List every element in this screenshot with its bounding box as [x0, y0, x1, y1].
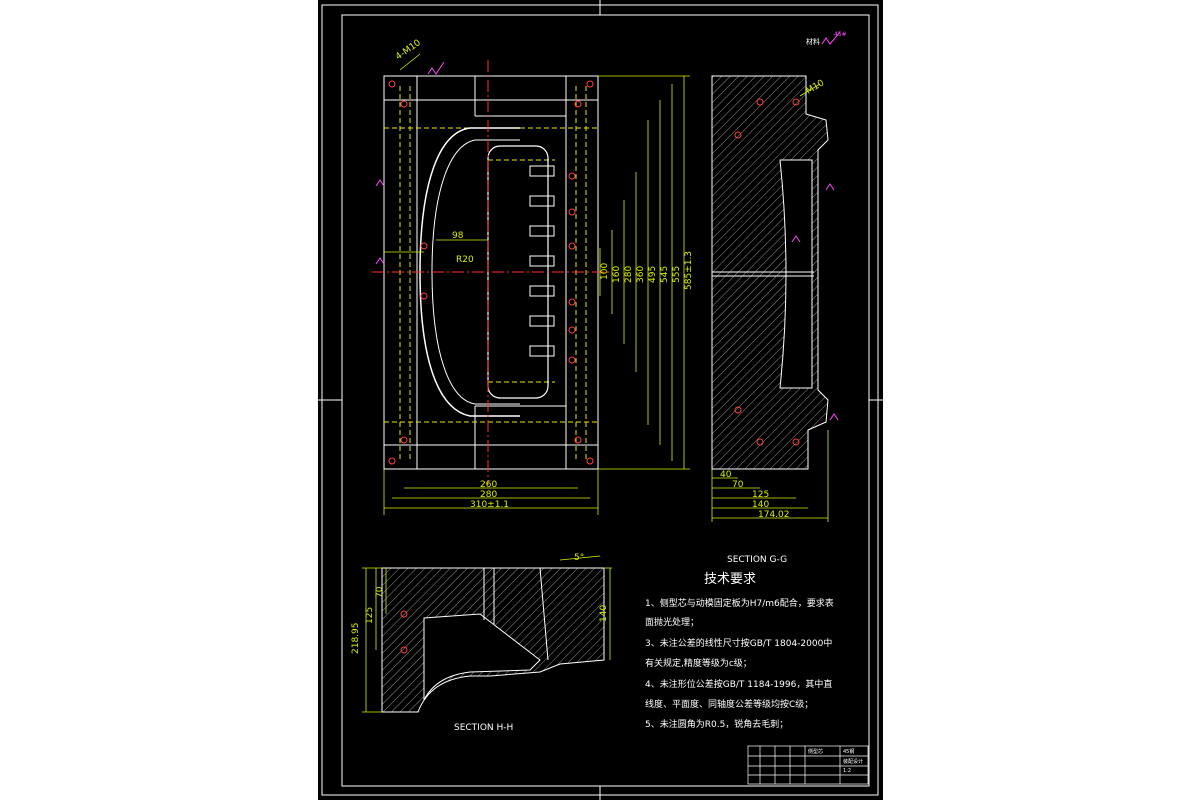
- title-block-scale: 1:2: [843, 768, 851, 774]
- svg-text:174.02: 174.02: [758, 510, 790, 520]
- svg-text:280: 280: [624, 266, 634, 283]
- section-gg-caption: SECTION G-G: [727, 555, 787, 565]
- tech-requirement-line: 5、未注圆角为R0.5，锐角去毛刺；: [645, 720, 789, 730]
- tech-requirement-line: 线度、平面度、同轴度公差等级均按C级；: [645, 700, 814, 710]
- tech-requirements-title: 技术要求: [704, 572, 757, 587]
- title-block-school: 装配设计: [843, 758, 863, 765]
- svg-text:98: 98: [452, 231, 464, 241]
- svg-text:M10: M10: [805, 78, 827, 96]
- svg-text:125: 125: [752, 490, 769, 500]
- main-view: 260 280 310±1.1 98 R20 4-M10 100 160 280…: [372, 38, 694, 515]
- svg-text:5°: 5°: [574, 553, 584, 563]
- svg-text:585±1.3: 585±1.3: [684, 251, 694, 290]
- svg-text:R20: R20: [456, 255, 474, 265]
- title-block-name: 侧型芯: [808, 748, 823, 755]
- svg-text:555: 555: [672, 266, 682, 283]
- svg-text:360: 360: [636, 266, 646, 283]
- svg-text:260: 260: [480, 480, 497, 490]
- svg-text:70: 70: [375, 586, 385, 598]
- svg-text:495: 495: [648, 266, 658, 283]
- svg-text:70: 70: [732, 480, 744, 490]
- svg-text:160: 160: [612, 266, 622, 283]
- main-view-dims: 260 280 310±1.1 98 R20 4-M10 100 160 280…: [394, 38, 694, 510]
- svg-text:45#: 45#: [834, 31, 847, 38]
- material-mark: 材料 45#: [806, 31, 847, 46]
- tech-requirement-line: 1、侧型芯与动模固定板为H7/m6配合，要求表: [645, 599, 834, 609]
- cad-drawing: 260 280 310±1.1 98 R20 4-M10 100 160 280…: [318, 0, 883, 800]
- svg-text:4-M10: 4-M10: [394, 38, 423, 63]
- svg-text:310±1.1: 310±1.1: [470, 500, 509, 510]
- svg-text:545: 545: [660, 266, 670, 283]
- tech-requirement-line: 4、未注形位公差按GB/T 1184-1996，其中直: [645, 680, 833, 690]
- svg-text:100: 100: [600, 263, 610, 280]
- section-hh-caption: SECTION H-H: [454, 723, 513, 733]
- drawing-sheet: 260 280 310±1.1 98 R20 4-M10 100 160 280…: [318, 0, 883, 800]
- svg-text:40: 40: [720, 470, 732, 480]
- tech-requirement-line: 有关规定,精度等级为c级；: [645, 659, 752, 669]
- tech-requirement-line: 3、未注公差的线性尺寸按GB/T 1804-2000中: [645, 639, 833, 649]
- sheet-frame: [318, 0, 883, 800]
- svg-text:280: 280: [480, 490, 497, 500]
- section-gg: 40 70 125 140 174.02 M10 SECTION G-G: [711, 75, 839, 565]
- svg-text:140: 140: [599, 605, 609, 622]
- section-hh: 218.95 125 70 140 5° SECTION H-H: [351, 553, 612, 733]
- title-block: [747, 745, 869, 785]
- svg-text:140: 140: [752, 500, 769, 510]
- svg-text:218.95: 218.95: [351, 623, 361, 655]
- tech-requirement-line: 面抛光处理；: [645, 618, 700, 628]
- title-block-material: 45钢: [843, 748, 854, 755]
- svg-text:125: 125: [365, 607, 375, 624]
- svg-text:材料: 材料: [806, 37, 820, 46]
